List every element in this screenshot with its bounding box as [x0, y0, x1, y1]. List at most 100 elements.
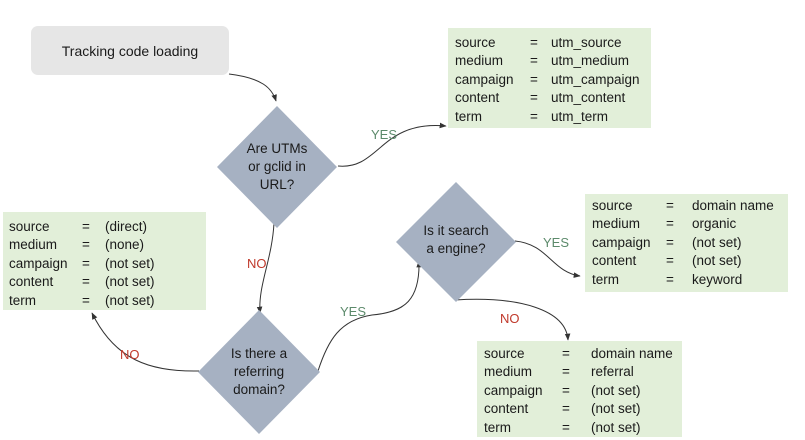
panel-organic-row: content = (not set): [592, 252, 788, 270]
panel-referral-row: campaign = (not set): [484, 382, 682, 400]
panel-equals: =: [562, 419, 570, 435]
panel-utm-row: source=utm_source: [455, 34, 651, 52]
connector-referring-yes: [317, 260, 422, 372]
decision-utms: Are UTMs or gclid in URL?: [217, 106, 337, 228]
panel-value: (not set): [105, 274, 155, 290]
panel-value: (not set): [591, 419, 641, 435]
panel-value: (not set): [692, 253, 742, 269]
panel-value: (not set): [105, 292, 155, 308]
panel-key: medium: [9, 237, 58, 253]
panel-key: content: [455, 90, 500, 106]
panel-utm-row: medium = utm_medium: [455, 52, 651, 70]
panel-value: (not set): [105, 255, 155, 271]
panel-value: utm_content: [551, 90, 626, 106]
panel-key: campaign: [9, 255, 68, 271]
connector-start-to-utms: [228, 73, 277, 102]
panel-value: utm_medium: [551, 53, 630, 69]
panel-organic: source = domain name medium = organic campai…: [585, 194, 788, 292]
panel-direct-row: source=(direct): [9, 218, 206, 236]
panel-equals: =: [82, 255, 90, 271]
decision-search-engine-shape: [396, 182, 516, 302]
panel-key: campaign: [484, 382, 543, 398]
panel-direct-row: campaign = (not set): [9, 255, 206, 273]
panel-organic-row: term=keyword: [592, 271, 788, 289]
panel-key: medium: [592, 216, 641, 232]
panel-value: (not set): [591, 401, 641, 417]
panel-equals: =: [530, 35, 538, 50]
edge-label-referring-yes: YES: [340, 304, 367, 319]
panel-equals: =: [562, 401, 570, 417]
decision-referring-domain-line-2: referring: [233, 364, 285, 379]
panel-value: (none): [105, 237, 145, 253]
panel-referral-row: medium=referral: [484, 363, 682, 381]
connector-referring-no: [91, 312, 200, 372]
panel-equals: =: [530, 90, 538, 106]
panel-key: content: [484, 401, 529, 417]
decision-search-engine-line-2: a engine?: [426, 241, 486, 256]
panel-referral: source=domain name medium=referral campa…: [477, 341, 682, 437]
panel-value: keyword: [692, 271, 743, 287]
decision-utms-line-1: Are UTMs: [246, 141, 308, 156]
decision-referring-domain-line-3: domain?: [233, 382, 285, 397]
panel-equals: =: [562, 346, 570, 361]
decision-search-engine: Is it search a engine?: [396, 182, 516, 302]
panel-utm-row: content = utm_content: [455, 89, 651, 107]
panel-equals: =: [82, 237, 90, 253]
decision-referring-domain-line-1: Is there a: [230, 346, 288, 361]
panel-equals: =: [666, 198, 674, 213]
panel-referral-row: content = (not set): [484, 400, 682, 418]
start-node-label: Tracking code loading: [61, 42, 199, 59]
panel-key: campaign: [455, 71, 514, 87]
decision-utms-line-3: URL?: [259, 177, 295, 192]
panel-value: utm_source: [551, 35, 622, 50]
connector-search-yes: [514, 240, 581, 278]
panel-referral-row: term = (not set): [484, 419, 682, 437]
panel-key: medium: [455, 53, 504, 69]
connector-search-no: [454, 298, 571, 341]
panel-key: source: [592, 198, 633, 213]
panel-equals: =: [530, 108, 538, 124]
panel-direct: source=(direct) medium=(none) campaign=(…: [3, 212, 206, 310]
panel-value: referral: [591, 364, 634, 380]
panel-key: content: [592, 253, 637, 269]
panel-key: campaign: [592, 234, 651, 250]
edge-label-search-no: NO: [500, 311, 520, 326]
decision-search-engine-line-1: Is it search: [423, 223, 489, 238]
panel-equals: =: [530, 53, 538, 69]
panel-organic-row: source = domain name: [592, 197, 788, 215]
panel-equals: =: [666, 216, 674, 232]
panel-value: domain name: [591, 346, 673, 361]
panel-key: term: [455, 108, 482, 124]
panel-key: source: [484, 346, 525, 361]
panel-equals: =: [562, 382, 570, 398]
panel-equals: =: [82, 219, 90, 234]
panel-equals: =: [530, 71, 538, 87]
panel-direct-row: medium = (none): [9, 236, 206, 254]
decision-referring-domain: Is there a referring domain?: [198, 310, 320, 434]
panel-value: organic: [692, 216, 737, 232]
panel-direct-row: term = (not set): [9, 292, 206, 310]
edge-label-utms-yes: YES: [371, 127, 398, 142]
panel-organic-row: medium = organic: [592, 215, 788, 233]
panel-key: term: [592, 271, 619, 287]
panel-equals: =: [562, 364, 570, 380]
panel-referral-row: source = domain name: [484, 345, 682, 363]
panel-equals: =: [82, 292, 90, 308]
panel-equals: =: [666, 234, 674, 250]
panel-key: content: [9, 274, 54, 290]
panel-value: (direct): [105, 219, 148, 234]
panel-equals: =: [82, 274, 90, 290]
panel-organic-row: campaign = (not set): [592, 234, 788, 252]
decision-utms-shape: [217, 106, 337, 228]
panel-key: term: [9, 292, 36, 308]
panel-value: (not set): [692, 234, 742, 250]
edge-label-search-yes: YES: [543, 235, 570, 250]
panel-equals: =: [666, 253, 674, 269]
panel-key: term: [484, 419, 511, 435]
panel-value: utm_campaign: [551, 71, 640, 87]
panel-value: (not set): [591, 382, 641, 398]
panel-value: domain name: [692, 198, 774, 213]
panel-value: utm_term: [551, 108, 609, 124]
